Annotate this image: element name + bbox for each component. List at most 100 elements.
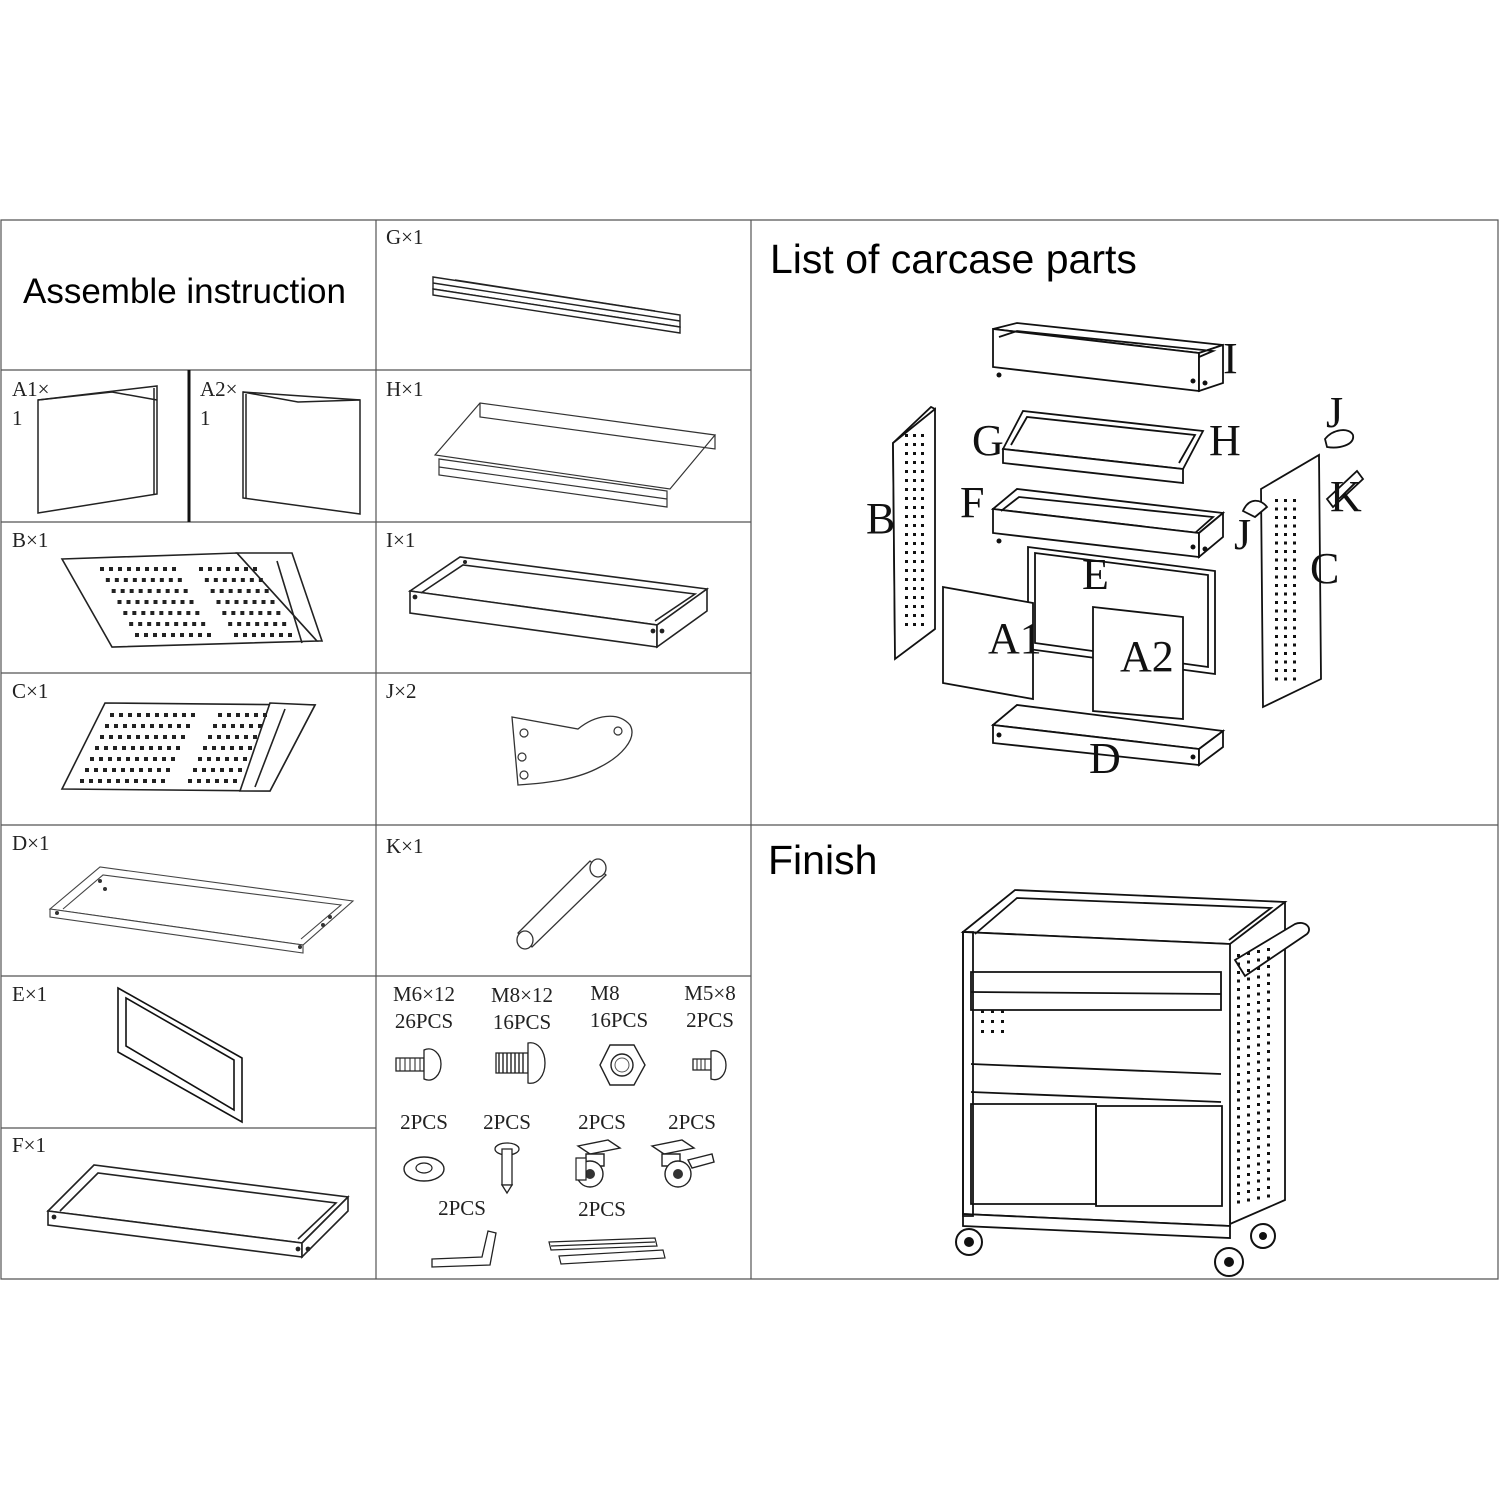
perforation-hole bbox=[123, 578, 128, 582]
perforation-hole bbox=[913, 479, 916, 482]
perforation-hole bbox=[163, 735, 167, 739]
perforation-hole bbox=[921, 479, 924, 482]
perforation-hole bbox=[1267, 973, 1270, 977]
perforation-hole bbox=[1257, 1103, 1260, 1106]
part-e-label: E×1 bbox=[12, 982, 48, 1006]
perforation-hole bbox=[913, 587, 916, 590]
perforation-hole bbox=[921, 560, 924, 563]
perforation-hole bbox=[921, 623, 924, 626]
perforation-hole bbox=[150, 578, 155, 582]
perforation-hole bbox=[154, 567, 158, 571]
perforation-hole bbox=[1284, 677, 1287, 681]
perforation-hole bbox=[1237, 1064, 1240, 1068]
perforation-hole bbox=[921, 614, 924, 617]
perforation-hole bbox=[234, 633, 238, 637]
perforation-hole bbox=[1237, 1107, 1240, 1110]
perforation-hole bbox=[240, 724, 244, 728]
perforation-hole bbox=[1001, 1020, 1004, 1023]
perforation-hole bbox=[261, 633, 265, 637]
perforation-hole bbox=[253, 735, 257, 739]
perforation-hole bbox=[244, 567, 248, 571]
perforation-hole bbox=[258, 578, 263, 582]
callout-b: B bbox=[866, 494, 896, 543]
perforation-hole bbox=[252, 600, 257, 604]
perforation-hole bbox=[226, 567, 230, 571]
perforation-hole bbox=[1257, 1060, 1260, 1064]
perforation-hole bbox=[167, 746, 171, 750]
perforation-hole bbox=[99, 757, 103, 761]
perforation-hole bbox=[148, 768, 152, 772]
perforation-hole bbox=[913, 578, 916, 581]
perforation-hole bbox=[195, 611, 200, 615]
perforation-hole bbox=[1237, 1098, 1240, 1102]
perforation-hole bbox=[1247, 1113, 1250, 1117]
perforation-hole bbox=[1257, 1188, 1260, 1191]
perforation-hole bbox=[905, 497, 908, 500]
perforation-hole bbox=[172, 735, 176, 739]
perforation-hole bbox=[210, 589, 215, 593]
hw-washer-qty: 2PCS bbox=[400, 1110, 448, 1134]
perforation-hole bbox=[80, 779, 84, 783]
perforation-hole bbox=[129, 622, 134, 626]
perforation-hole bbox=[1247, 977, 1250, 981]
perforation-hole bbox=[111, 589, 116, 593]
perforation-hole bbox=[186, 611, 191, 615]
perforation-hole bbox=[1275, 499, 1278, 502]
perforation-hole bbox=[905, 605, 908, 608]
perforation-hole bbox=[1267, 1024, 1270, 1028]
perforation-hole bbox=[189, 600, 194, 604]
perforation-hole bbox=[1247, 1062, 1250, 1066]
perforation-hole bbox=[162, 600, 167, 604]
perforation-hole bbox=[1247, 994, 1250, 998]
perforation-hole bbox=[905, 434, 908, 437]
perforation-hole bbox=[1257, 958, 1260, 962]
hw-m6-name: M6×12 bbox=[392, 982, 455, 1006]
perforation-hole bbox=[138, 589, 143, 593]
part-d-label: D×1 bbox=[12, 831, 50, 855]
perforation-hole bbox=[127, 735, 131, 739]
perforation-hole bbox=[159, 578, 164, 582]
perforation-hole bbox=[136, 735, 140, 739]
perforation-hole bbox=[108, 757, 112, 761]
perforation-hole bbox=[166, 768, 170, 772]
part-g-label: G×1 bbox=[386, 225, 424, 249]
perforation-hole bbox=[227, 713, 231, 717]
perforation-hole bbox=[267, 611, 272, 615]
perforation-hole bbox=[162, 757, 166, 761]
perforation-hole bbox=[144, 600, 149, 604]
perforation-hole bbox=[276, 611, 281, 615]
perforation-hole bbox=[1293, 558, 1296, 562]
perforation-hole bbox=[225, 600, 230, 604]
callout-g: G bbox=[972, 416, 1004, 465]
hw-m8x12-label: M8×12 16PCS bbox=[480, 982, 564, 1036]
perforation-hole bbox=[1284, 609, 1287, 613]
perforation-hole bbox=[113, 746, 117, 750]
perforation-hole bbox=[222, 724, 226, 728]
perforation-hole bbox=[1237, 1090, 1240, 1093]
perforation-hole bbox=[1275, 558, 1278, 562]
hw-m8x12-qty: 16PCS bbox=[492, 1010, 552, 1034]
perforation-hole bbox=[991, 1030, 994, 1033]
part-i-label: I×1 bbox=[386, 528, 416, 552]
perforation-hole bbox=[150, 724, 154, 728]
perforation-hole bbox=[1267, 1058, 1270, 1062]
perforation-hole bbox=[229, 768, 233, 772]
perforation-hole bbox=[1237, 1081, 1240, 1085]
perforation-hole bbox=[1237, 1030, 1240, 1034]
perforation-hole bbox=[1001, 1010, 1004, 1013]
perforation-hole bbox=[1257, 1069, 1260, 1072]
perforation-hole bbox=[117, 757, 121, 761]
perforation-hole bbox=[1237, 1047, 1240, 1051]
part-b-label: B×1 bbox=[12, 528, 49, 552]
perforation-hole bbox=[1275, 567, 1278, 570]
perforation-hole bbox=[913, 470, 916, 473]
base-d-icon bbox=[45, 859, 365, 954]
perforation-hole bbox=[1267, 1101, 1270, 1104]
perforation-hole bbox=[263, 713, 267, 717]
perforation-hole bbox=[1257, 950, 1260, 953]
perforation-hole bbox=[1267, 1067, 1270, 1070]
perforation-hole bbox=[1247, 952, 1250, 955]
perforation-hole bbox=[165, 589, 170, 593]
perforation-hole bbox=[1284, 584, 1287, 587]
perforation-hole bbox=[153, 633, 157, 637]
